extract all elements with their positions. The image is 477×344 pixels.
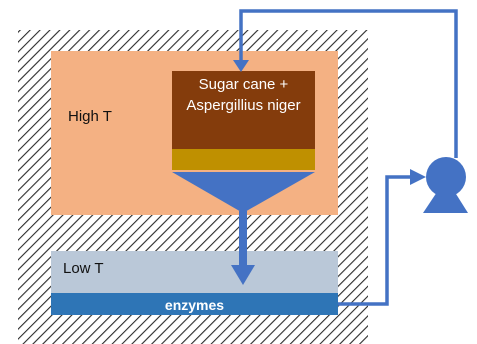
reactor-inlet-arrow-icon [233, 60, 249, 72]
funnel [172, 172, 315, 213]
reactor-contents-label: Sugar cane + Aspergillius niger [186, 76, 301, 114]
drain-arrow-icon [231, 265, 255, 285]
pump-icon [423, 157, 468, 213]
outlet-line [338, 175, 412, 306]
enzyme-band [51, 293, 338, 315]
sediment-band [172, 149, 315, 170]
return-line [239, 9, 458, 158]
reactor-vessel [172, 71, 315, 149]
low-temperature-zone [51, 251, 338, 293]
enzymes-label: enzymes [164, 297, 225, 313]
high-temperature-label: High T [68, 108, 112, 125]
low-temperature-label: Low T [63, 260, 104, 277]
pump-inlet-arrow-icon [410, 169, 426, 185]
drain-pipe [239, 211, 247, 266]
